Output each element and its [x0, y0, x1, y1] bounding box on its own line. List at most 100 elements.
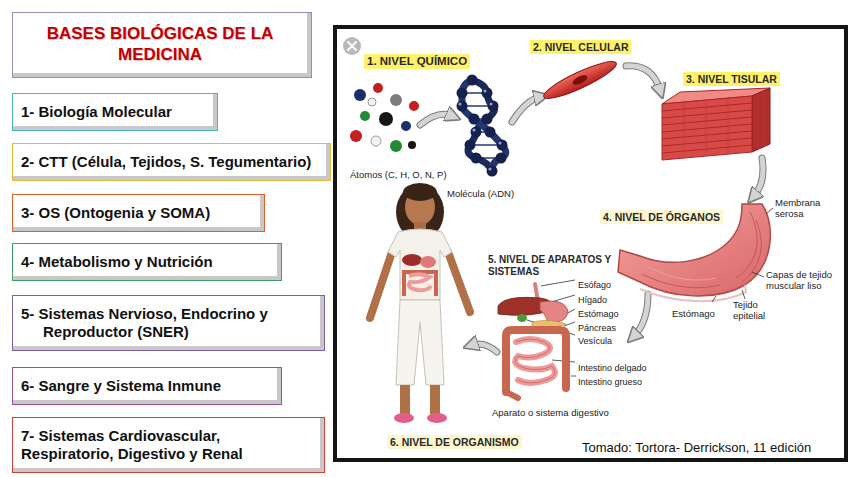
- digestive-system-part: [517, 314, 527, 322]
- dna-molecule-part-part: [497, 140, 508, 151]
- girl-figure-part: [400, 385, 410, 414]
- girl-figure-part: [370, 252, 392, 318]
- organ-label: Páncreas: [578, 323, 616, 333]
- atoms-part: [409, 101, 419, 111]
- organ-label-box: Vesícula: [578, 330, 612, 348]
- dna-molecule-part-part: [488, 101, 499, 112]
- dna-molecule-part-part: [471, 153, 482, 164]
- part-label-box: Molécula (ADN): [447, 183, 514, 201]
- organ-label-box: Páncreas: [578, 317, 616, 335]
- close-icon: [343, 37, 361, 55]
- part-label-box: Capas de tejido muscular liso: [766, 270, 836, 293]
- muscle-tissue-part: [752, 88, 770, 152]
- part-label: Aparato o sistema digestivo: [492, 408, 609, 419]
- leader-lines-part: [766, 208, 773, 214]
- organ-label: Esófago: [578, 280, 611, 290]
- digestive-system-part: [506, 392, 518, 398]
- level-label-box: 1. NIVEL QUÍMICO: [364, 51, 470, 69]
- digestive-system-part: [540, 301, 568, 322]
- part-label-box: Tejido epitelial: [733, 300, 773, 323]
- muscle-tissue-part-part: [706, 100, 707, 156]
- topic-text: 7- Sistemas Cardiovascular, Respiratorio…: [21, 427, 300, 463]
- stomach-organ-part: [742, 220, 761, 282]
- level-label: 1. NIVEL QUÍMICO: [364, 54, 470, 69]
- title-box: BASES BIOLÓGICAS DE LA MEDICINA: [12, 12, 312, 78]
- level-arrows-part: [634, 294, 648, 336]
- muscle-tissue-part: [662, 96, 752, 160]
- level-arrows: [420, 66, 763, 352]
- level-arrows-part: [754, 158, 763, 196]
- level-arrows-part: [512, 97, 540, 122]
- level-label-box: 5. NIVEL DE APARATOS Y SISTEMAS: [488, 254, 614, 279]
- close-icon-part: [343, 37, 361, 55]
- level-arrows-part: [420, 114, 452, 125]
- girl-figure: [370, 183, 470, 423]
- girl-figure-part: [420, 256, 436, 268]
- dna-molecule-part-part: [487, 166, 498, 177]
- dna-molecule-part-part: [496, 153, 507, 164]
- dna-molecule-part-part: [469, 114, 480, 125]
- muscle-tissue: [662, 88, 770, 160]
- dna-molecule-part-part: [483, 89, 486, 92]
- muscle-tissue-part: [684, 91, 764, 158]
- atoms-part: [354, 89, 366, 101]
- muscle-tissue-part-part: [758, 93, 759, 149]
- part-label: Estómago: [672, 309, 715, 320]
- muscle-tissue-part: [662, 103, 752, 153]
- organ-label-box: Hígado: [578, 289, 607, 307]
- dna-molecule-part-part: [467, 75, 478, 86]
- dna-molecule-part-part: [489, 102, 492, 105]
- organ-label: Estómago: [578, 309, 619, 319]
- part-label: Capas de tejido muscular liso: [766, 270, 836, 292]
- leader-lines-part: [568, 309, 575, 313]
- level-label: 6. NIVEL DE ORGANISMO: [387, 435, 522, 449]
- muscle-tissue-part-part: [662, 131, 752, 139]
- topic-box: 2- CTT (Célula, Tejidos, S. Tegumentario…: [12, 143, 331, 181]
- stomach-organ-part: [646, 266, 716, 280]
- girl-figure-part: [394, 413, 414, 423]
- leader-lines-part: [752, 272, 764, 277]
- atoms-part: [390, 140, 402, 152]
- topic-box: 7- Sistemas Cardiovascular, Respiratorio…: [12, 417, 325, 473]
- dna-molecule-part-part: [457, 88, 468, 99]
- atoms-part: [371, 136, 381, 146]
- part-label: Átomos (C, H, O, N, P): [350, 170, 447, 181]
- dna-molecule-part-part: [472, 128, 475, 131]
- girl-figure-part: [396, 300, 444, 385]
- organ-label-box: Intestino delgado: [578, 357, 647, 375]
- dna-molecule-part-part: [458, 102, 461, 105]
- atoms-part: [408, 141, 416, 149]
- dna-molecule-part-part: [482, 114, 493, 125]
- organ-label-box: Esófago: [578, 274, 611, 292]
- level-label-box: 6. NIVEL DE ORGANISMO: [387, 432, 522, 450]
- girl-figure-part: [388, 229, 452, 300]
- dna-molecule-part-part: [465, 140, 476, 151]
- dna-molecule-part-part: [485, 127, 496, 138]
- muscle-cell: [540, 56, 619, 104]
- muscle-tissue-part-part: [662, 103, 752, 111]
- part-label-box: Aparato o sistema digestivo: [492, 402, 609, 420]
- muscle-tissue-part-part: [662, 110, 752, 118]
- digestive-system-part: [515, 339, 555, 383]
- digestive-system-part: [515, 339, 555, 383]
- atoms-part: [373, 83, 383, 93]
- organ-label: Intestino delgado: [578, 363, 647, 373]
- level-label: 3. NIVEL TISULAR: [683, 72, 780, 86]
- topic-text: 1- Biología Molecular: [21, 103, 172, 121]
- image-frame-part: [335, 27, 846, 460]
- dna-molecule-part-part: [498, 141, 501, 144]
- leader-lines-part: [571, 376, 576, 377]
- level-label: 5. NIVEL DE APARATOS Y SISTEMAS: [488, 254, 614, 277]
- atoms-part: [368, 98, 376, 106]
- muscle-tissue-part-part: [684, 102, 685, 158]
- caption-box: Tomado: Tortora- Derrickson, 11 edición: [580, 438, 813, 456]
- level-arrows-part: [472, 344, 497, 352]
- topic-text: 3- OS (Ontogenia y SOMA): [21, 204, 210, 222]
- dna-molecule-part-part: [488, 167, 491, 170]
- level-label: 2. NIVEL CELULAR: [530, 40, 631, 54]
- topic-text: 5- Sistemas Nervioso, Endocrino y Reprod…: [43, 305, 308, 341]
- level-arrows-part: [512, 97, 540, 122]
- muscle-tissue-part-part: [662, 145, 752, 153]
- topic-text: 4- Metabolismo y Nutrición: [21, 253, 213, 271]
- girl-figure-part: [404, 272, 436, 296]
